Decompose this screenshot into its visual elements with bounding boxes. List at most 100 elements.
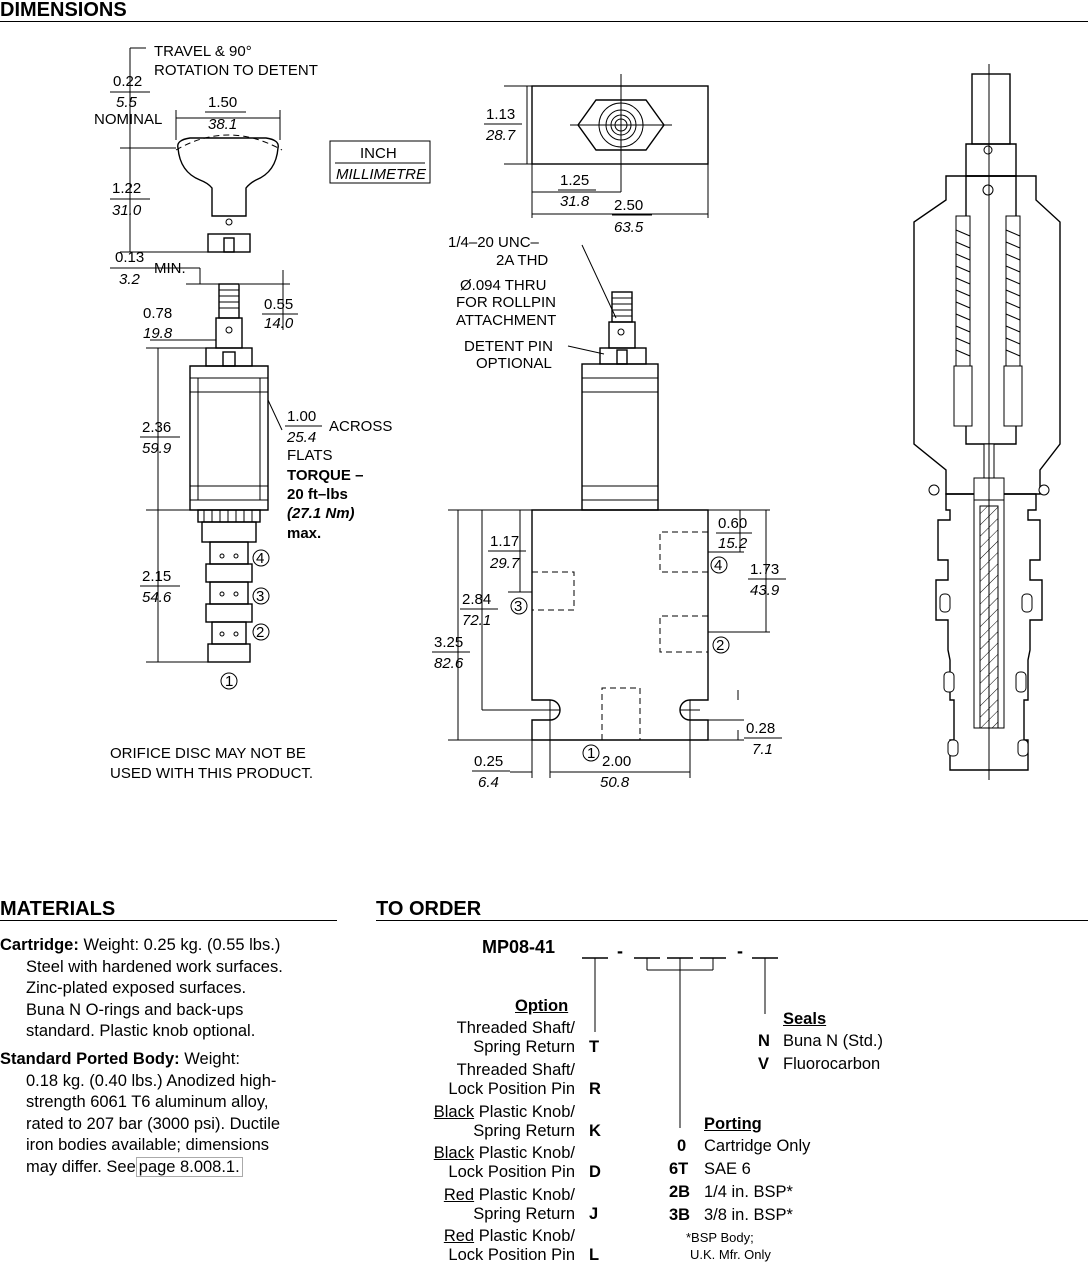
porting-2b-code: 2B [669,1183,691,1201]
units-inch: INCH [360,145,397,162]
cartridge-line-4: standard. Plastic knob optional. [26,1022,256,1041]
materials-text: Cartridge: Weight: 0.25 kg. (0.55 lbs.) … [0,935,330,1179]
port-circle-1-body [582,744,600,762]
cartridge-side-view [110,47,290,663]
svg-text:3: 3 [514,598,522,615]
option-r-code: R [589,1080,601,1098]
option-d-code: D [589,1163,601,1181]
dim-0-60: 0.60 [718,515,747,532]
min-note: MIN. [154,260,186,277]
body-line-0: Weight: [184,1049,240,1068]
port-circle-3 [252,587,270,605]
dim-7-1: 7.1 [752,741,773,758]
svg-text:-: - [737,941,743,961]
flats-note: FLATS [287,447,333,464]
svg-text:4: 4 [256,550,264,567]
nominal-note: NOMINAL [94,111,162,128]
dim-50-8: 50.8 [600,774,630,791]
dim-1-13: 1.13 [486,106,515,123]
option-r-line2: Lock Position Pin [448,1080,575,1098]
option-k-line1: Black Plastic Knob/ [433,1103,575,1121]
dim-72-1: 72.1 [462,612,491,629]
seal-n-code: N [758,1032,770,1050]
option-t-line2: Spring Return [473,1038,575,1056]
travel-note-2: ROTATION TO DETENT [154,62,318,79]
porting-6t-label: SAE 6 [704,1160,751,1178]
option-k-line2: Spring Return [473,1122,575,1140]
port-circle-4-body [710,556,728,574]
dim-0-13: 0.13 [115,249,144,266]
dim-1-73: 1.73 [750,561,779,578]
materials-rule [0,920,337,921]
units-mm: MILLIMETRE [336,166,427,183]
porting-2b-label: 1/4 in. BSP* [704,1183,793,1201]
dim-0-28: 0.28 [746,720,775,737]
dim-54-6: 54.6 [142,589,172,606]
svg-text:3: 3 [256,588,264,605]
porting-3b-code: 3B [669,1206,691,1224]
rollpin-note-2: FOR ROLLPIN [456,294,556,311]
dim-1-00: 1.00 [287,408,316,425]
port-circle-4 [252,549,270,567]
cartridge-label: Cartridge: [0,936,79,954]
dim-28-7: 28.7 [485,127,516,144]
option-d-line1: Black Plastic Knob/ [433,1144,575,1162]
to-order-title: TO ORDER [376,898,482,920]
body-top-view [504,74,709,218]
thread-note-1: 1/4–20 UNC– [448,234,540,251]
dim-25-4: 25.4 [286,429,316,446]
seal-v-code: V [758,1055,770,1073]
dim-2-00: 2.00 [602,753,631,770]
option-d-line2: Lock Position Pin [448,1163,575,1181]
dimensions-title: DIMENSIONS [0,0,127,21]
svg-text:2: 2 [256,624,264,641]
thread-note-2: 2A THD [496,252,548,269]
dim-15-2: 15.2 [718,535,748,552]
dimension-drawing: TRAVEL & 90° ROTATION TO DETENT 0.22 5.5… [94,43,1061,791]
body-label: Standard Ported Body: [0,1049,180,1068]
dimensions-rule [0,21,1088,22]
dim-2-50: 2.50 [614,197,643,214]
option-l-line1: Red Plastic Knob/ [443,1227,575,1245]
option-r-line1: Threaded Shaft/ [456,1061,575,1079]
dim-6-4: 6.4 [478,774,499,791]
dim-82-6: 82.6 [434,655,464,672]
option-j-line1: Red Plastic Knob/ [443,1186,575,1204]
travel-note-1: TRAVEL & 90° [154,43,252,60]
detent-note-2: OPTIONAL [476,355,552,372]
dim-43-9: 43.9 [750,582,780,599]
porting-0-label: Cartridge Only [704,1137,811,1155]
page-link[interactable]: page 8.008.1. [135,1156,243,1177]
svg-text:-: - [617,941,623,961]
seals-heading: Seals [783,1010,827,1028]
option-heading: Option [515,997,569,1015]
cartridge-line-3: Buna N O-rings and back-ups [26,1000,244,1019]
port-circle-3-body [510,597,528,615]
body-line-2: strength 6061 T6 aluminum alloy, [26,1093,269,1112]
option-l-line2: Lock Position Pin [448,1246,575,1264]
cartridge-line-0: Weight: 0.25 kg. (0.55 lbs.) [83,936,281,954]
porting-6t-code: 6T [669,1160,689,1178]
dim-0-55: 0.55 [264,296,293,313]
orifice-note-1: ORIFICE DISC MAY NOT BE [110,745,306,762]
option-t-code: T [589,1038,600,1056]
seal-n-label: Buna N (Std.) [783,1032,883,1050]
dim-59-9: 59.9 [142,440,172,457]
orifice-note-2: USED WITH THIS PRODUCT. [110,765,313,782]
option-j-line2: Spring Return [473,1205,575,1223]
port-circle-2-body [712,636,730,654]
dim-31-0: 31.0 [112,202,142,219]
body-line-4: iron bodies available; dimensions [26,1136,270,1155]
dim-1-22: 1.22 [112,180,141,197]
model-code: MP08-41 [482,937,556,957]
dim-38-1: 38.1 [208,116,237,133]
rollpin-note-3: ATTACHMENT [456,312,556,329]
cartridge-line-1: Steel with hardened work surfaces. [26,957,283,976]
body-line-1: 0.18 kg. (0.40 lbs.) Anodized high- [26,1071,277,1090]
porting-footnote-1: *BSP Body; [686,1230,754,1245]
torque-note-1: TORQUE – [287,467,363,484]
porting-0-code: 0 [677,1137,687,1155]
across-note: ACROSS [329,418,392,435]
dim-2-84: 2.84 [462,591,491,608]
seal-v-label: Fluorocarbon [783,1055,881,1073]
